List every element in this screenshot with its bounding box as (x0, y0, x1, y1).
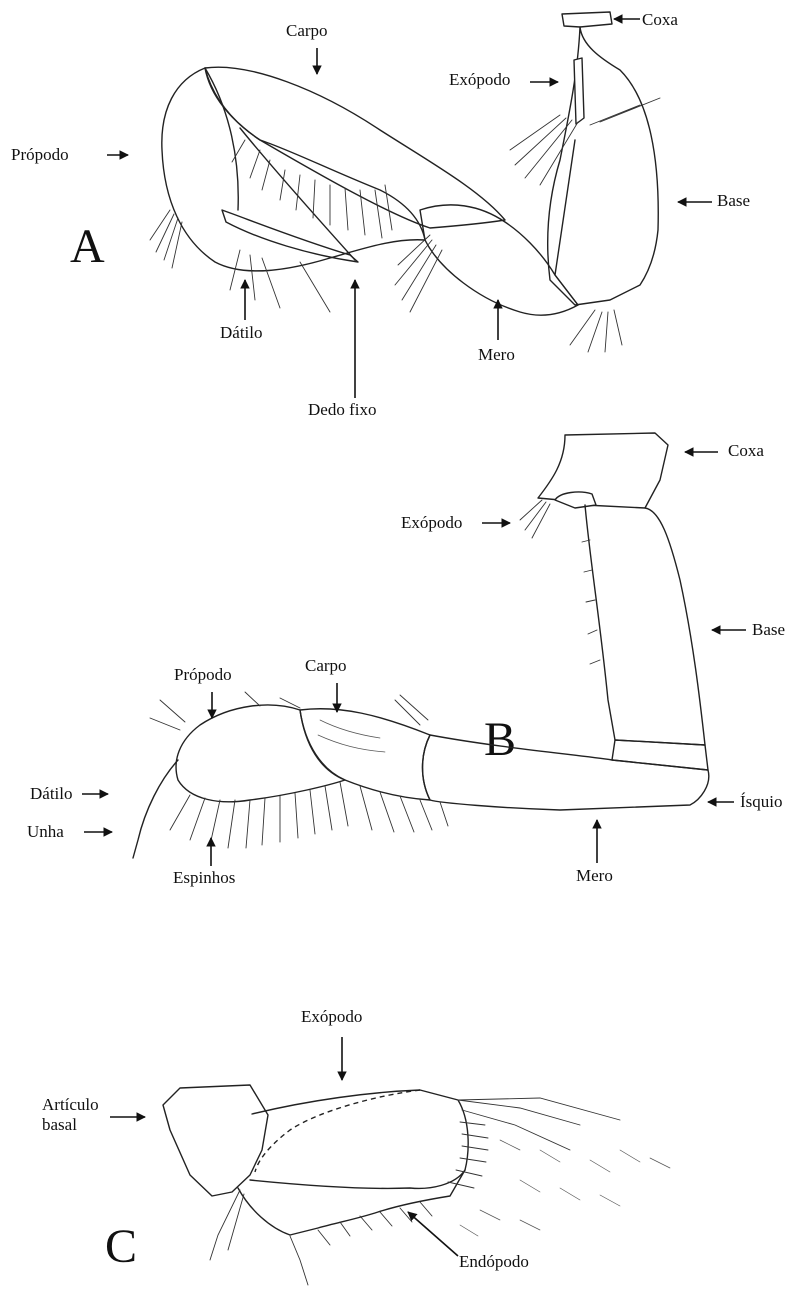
panel-b: B Coxa Exópodo Base (27, 433, 785, 887)
a-label-propodo: Própodo (11, 145, 69, 164)
c-articulo-basal-shape (163, 1085, 268, 1196)
c-fine-hairs (460, 1140, 670, 1236)
b-propodo-shape (176, 705, 345, 802)
c-exopodo-dashed (255, 1090, 420, 1172)
a-base-shape (548, 27, 659, 305)
a-label-coxa: Coxa (642, 10, 678, 29)
panel-a-drawing (150, 12, 660, 352)
panel-b-labels: Coxa Exópodo Base Própodo Carpo Ísquio D… (27, 441, 785, 887)
b-label-isquio: Ísquio (740, 792, 783, 811)
b-base-shape (585, 505, 705, 745)
panel-c-drawing (163, 1085, 670, 1285)
a-coxa-shape (562, 12, 612, 27)
c-endopodo-shape (238, 1170, 465, 1235)
b-label-exopodo: Exópodo (401, 513, 462, 532)
c-setae (210, 1098, 620, 1285)
a-propodo-shape (162, 68, 425, 271)
b-label-mero: Mero (576, 866, 613, 885)
b-carpo-shape (300, 709, 430, 800)
a-label-mero: Mero (478, 345, 515, 364)
panel-a-letter: A (70, 220, 105, 273)
panel-b-drawing (133, 433, 709, 858)
b-label-datilo: Dátilo (30, 784, 73, 803)
b-coxa-lobe (555, 492, 596, 508)
a-label-exopodo: Exópodo (449, 70, 510, 89)
a-label-datilo: Dátilo (220, 323, 263, 342)
a-datilo-shape (222, 210, 358, 262)
a-label-carpo: Carpo (286, 21, 328, 40)
panel-b-letter: B (484, 713, 516, 766)
c-label-articulo: Artículo (42, 1095, 99, 1114)
a-label-base: Base (717, 191, 750, 210)
panel-a-labels: Carpo Coxa Exópodo Própodo Base Dátilo M… (11, 10, 750, 419)
b-datilo-shape (133, 760, 178, 858)
c-label-endopodo: Endópodo (459, 1252, 529, 1271)
a-propodo-inner (205, 68, 238, 210)
b-label-unha: Unha (27, 822, 64, 841)
panel-a: A Carpo Coxa Exó (11, 10, 750, 419)
b-label-propodo: Própodo (174, 665, 232, 684)
b-label-base: Base (752, 620, 785, 639)
a-carpo-shape (205, 67, 505, 228)
c-label-exopodo: Exópodo (301, 1007, 362, 1026)
panel-c-letter: C (105, 1220, 137, 1273)
c-label-basal: basal (42, 1115, 77, 1134)
a-exopod-shape (574, 58, 584, 124)
a-label-dedo-fixo: Dedo fixo (308, 400, 376, 419)
c-exopodo-shape (250, 1090, 468, 1188)
b-carpo-lines (318, 720, 385, 752)
a-setae (150, 98, 660, 352)
b-label-carpo: Carpo (305, 656, 347, 675)
panel-c: C Exópodo Artículo basal Endópodo (42, 1007, 670, 1285)
b-mero-shape (423, 735, 709, 810)
c-arrow-endopodo (408, 1212, 458, 1256)
b-label-coxa: Coxa (728, 441, 764, 460)
b-label-espinhos: Espinhos (173, 868, 235, 887)
